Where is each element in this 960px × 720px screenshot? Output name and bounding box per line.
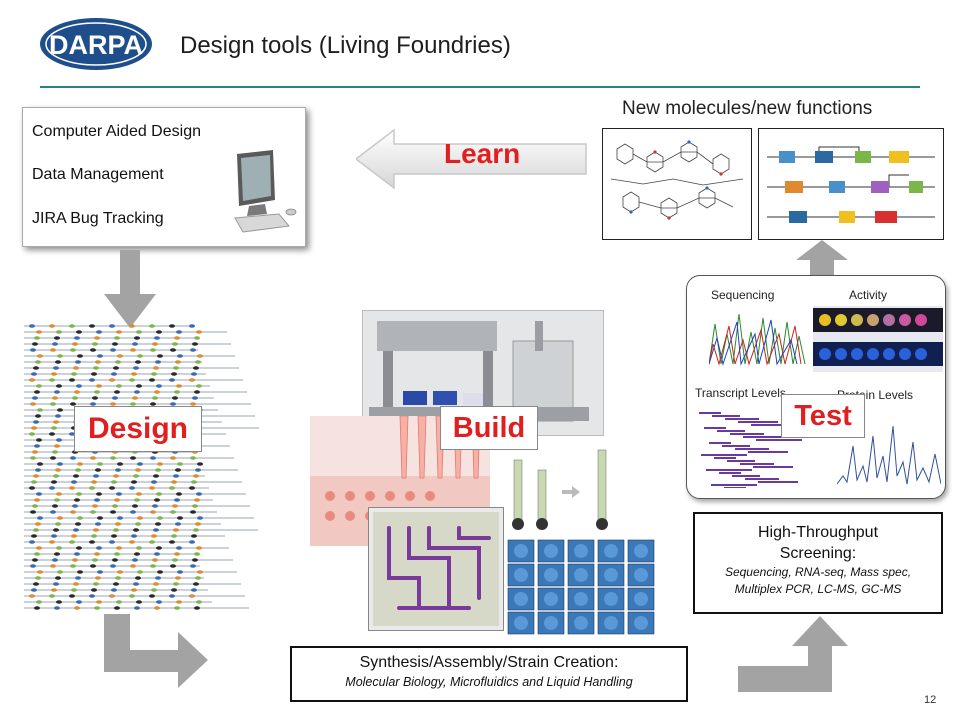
- activity-label: Activity: [849, 288, 888, 302]
- build-label-box: Build: [440, 406, 538, 450]
- up-arrow-icon: [796, 240, 848, 281]
- down-arrow-icon: [104, 250, 156, 333]
- test-label: Test: [794, 400, 852, 432]
- sequencing-chromatogram-image: [708, 304, 809, 377]
- activity-wells-image: [813, 306, 943, 372]
- hts-title-line2: Screening:: [779, 545, 857, 562]
- new-molecules-label: New molecules/new functions: [622, 98, 873, 119]
- hts-title-line1: High-Throughput: [757, 524, 879, 541]
- page-number: 12: [924, 694, 937, 706]
- transcript-reads-image: [695, 408, 811, 493]
- strain-creation-image: [500, 440, 656, 636]
- microfluidic-chip-image: [368, 507, 504, 631]
- darpa-logo: DARPA: [38, 16, 154, 72]
- learn-label: Learn: [444, 138, 521, 169]
- tool-item-cad: Computer Aided Design: [32, 123, 201, 140]
- synthesis-title: Synthesis/Assembly/Strain Creation:: [359, 654, 619, 671]
- title-divider: [40, 86, 920, 88]
- mass-spectrum-image: [836, 406, 942, 495]
- sequencing-label: Sequencing: [711, 288, 775, 302]
- design-label: Design: [87, 412, 189, 445]
- build-label: Build: [452, 412, 526, 444]
- synthesis-subtitle: Molecular Biology, Microfluidics and Liq…: [345, 675, 633, 689]
- page-title: Design tools (Living Foundries): [180, 32, 511, 59]
- genetic-circuit-image: [758, 128, 944, 240]
- hts-sub-line2: Multiplex PCR, LC-MS, GC-MS: [734, 582, 902, 596]
- hts-sub-line1: Sequencing, RNA-seq, Mass spec,: [724, 565, 912, 579]
- logo-text: DARPA: [49, 30, 143, 60]
- tools-box: Computer Aided Design Data Management JI…: [22, 107, 306, 247]
- learn-arrow-icon: [354, 128, 588, 190]
- liquid-handler-robot-image: [362, 310, 604, 436]
- test-results-panel: Sequencing Activity Transcript Levels Pr…: [686, 275, 946, 499]
- computer-icon: [231, 148, 299, 245]
- transcript-levels-label: Transcript Levels: [695, 386, 786, 400]
- design-label-box: Design: [74, 406, 202, 452]
- design-to-build-arrow-icon: [104, 614, 208, 697]
- high-throughput-screening-box: High-Throughput Screening: Sequencing, R…: [693, 512, 943, 614]
- synthesis-box: Synthesis/Assembly/Strain Creation: Mole…: [290, 646, 688, 702]
- gene-design-map-image: [20, 322, 268, 614]
- tool-item-data-management: Data Management: [32, 166, 164, 183]
- test-label-box: Test: [781, 394, 865, 438]
- build-to-test-arrow-icon: [738, 616, 848, 697]
- molecule-structures-image: [602, 128, 752, 240]
- tool-item-jira: JIRA Bug Tracking: [32, 210, 164, 227]
